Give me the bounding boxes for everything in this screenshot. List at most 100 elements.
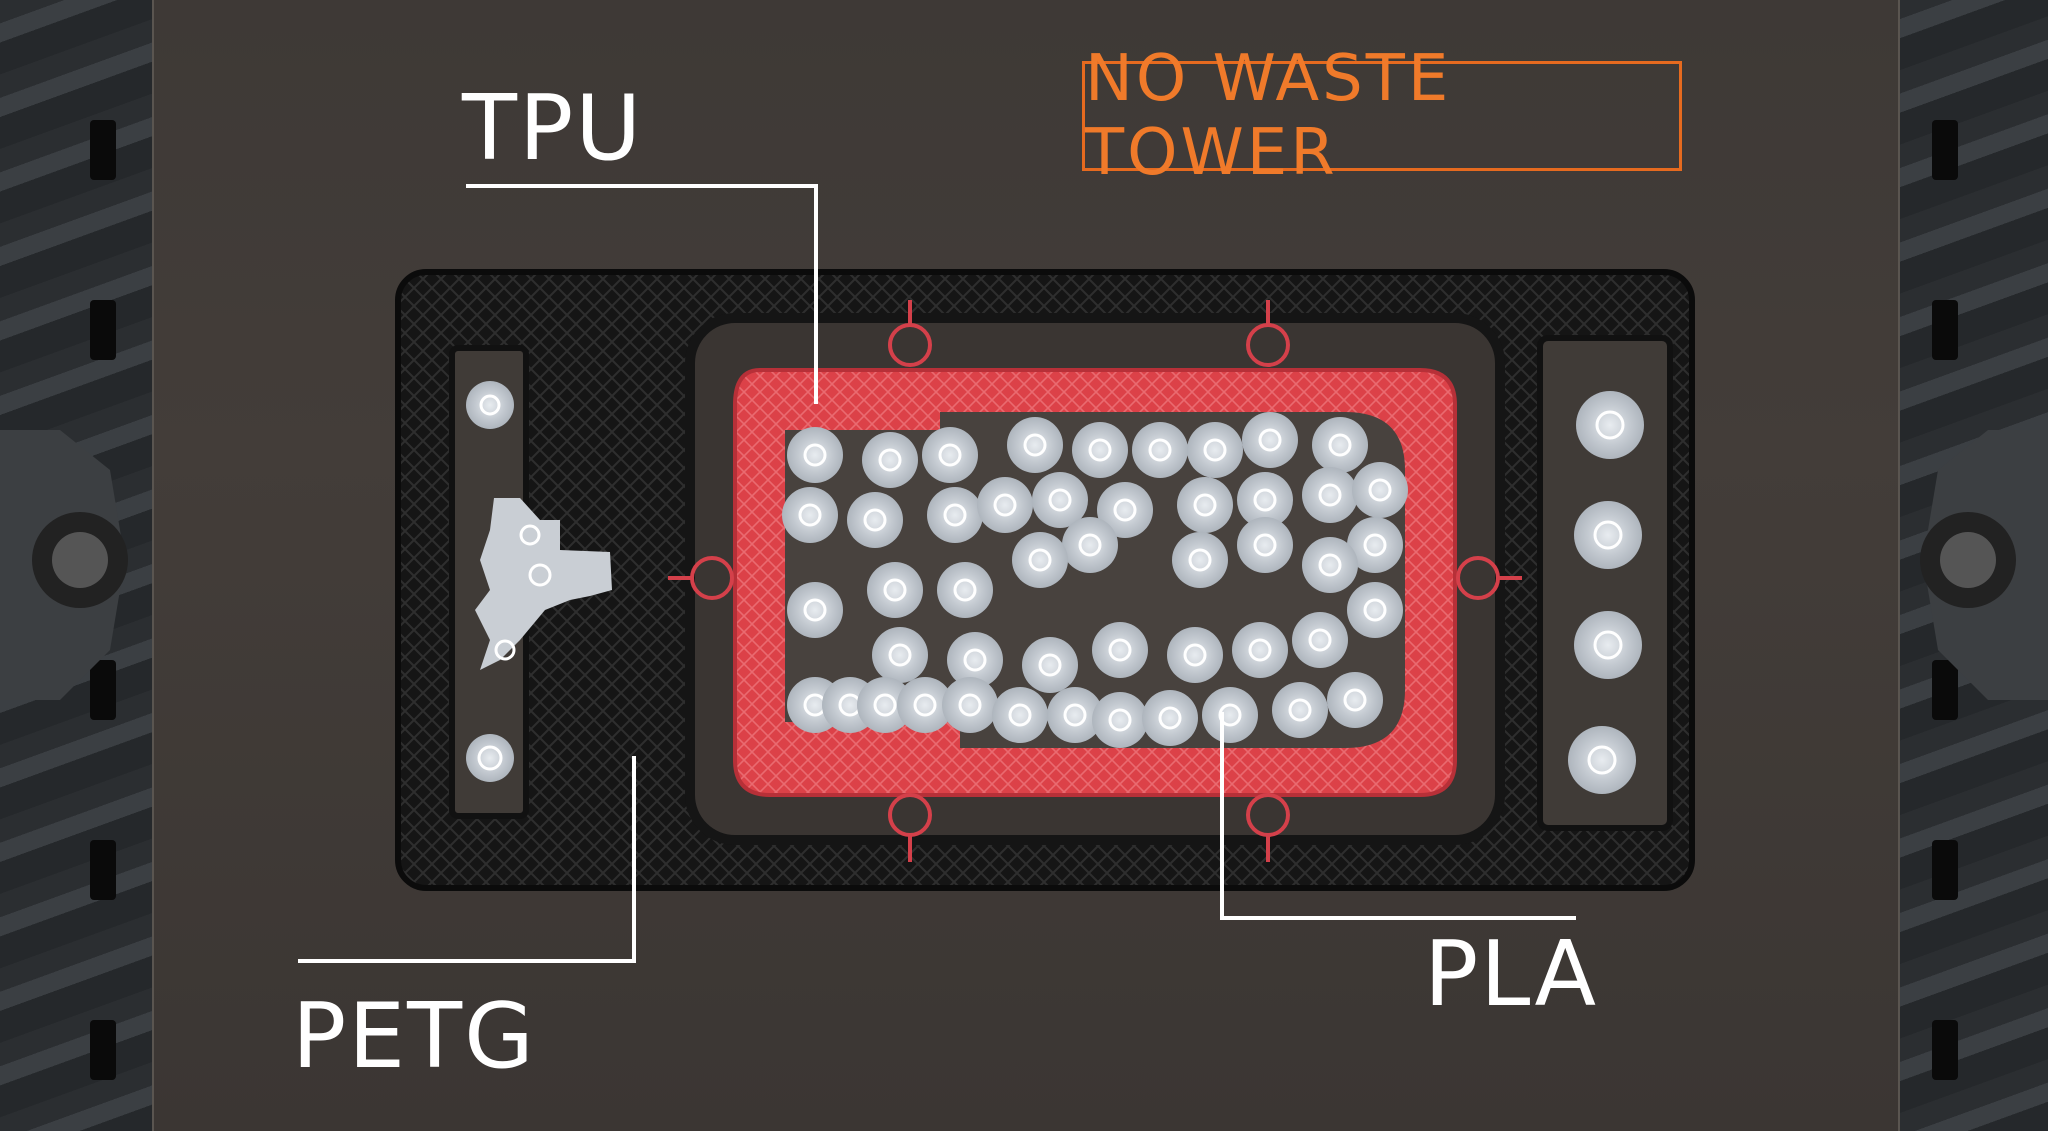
pla-ring-part	[857, 677, 913, 733]
pla-rings	[782, 412, 1408, 748]
pla-ring-part	[1237, 517, 1293, 573]
tpu-frame	[668, 300, 1522, 862]
pla-ring-hole	[1148, 438, 1172, 462]
tpu-label: TPU	[462, 76, 644, 181]
no-waste-tower-banner: NO WASTE TOWER	[1082, 42, 1682, 190]
pla-ring-part	[862, 432, 918, 488]
pla-ring-hole	[1253, 533, 1277, 557]
pla-ring-hole	[1248, 638, 1272, 662]
pla-ring-hole	[803, 443, 827, 467]
pla-ring-part	[872, 627, 928, 683]
pla-ring-part	[1132, 422, 1188, 478]
pla-ring-hole	[1308, 628, 1332, 652]
pla-ring-hole	[1368, 478, 1392, 502]
pla-ring-part	[1097, 482, 1153, 538]
pla-ring-hole	[1038, 653, 1062, 677]
pla-ring-part	[787, 582, 843, 638]
tpu-callout-line	[466, 184, 818, 404]
pla-ring-part	[1032, 472, 1088, 528]
petg-parts	[466, 381, 612, 782]
pla-ring-hole	[1318, 553, 1342, 577]
pla-ring-part	[1232, 622, 1288, 678]
pla-ring-part	[1172, 532, 1228, 588]
pla-ring-hole	[1363, 598, 1387, 622]
pla-ring-part	[1202, 687, 1258, 743]
pla-ring-part	[1092, 692, 1148, 748]
pla-ring-hole	[953, 578, 977, 602]
petg-label: PETG	[292, 984, 536, 1089]
pla-ring-hole	[963, 648, 987, 672]
pla-ring-hole	[943, 503, 967, 527]
pla-ring-part	[1237, 472, 1293, 528]
pla-ring-hole	[1048, 488, 1072, 512]
pla-ring-part	[977, 477, 1033, 533]
pla-ring-hole	[1343, 688, 1367, 712]
pla-ring-hole	[1188, 548, 1212, 572]
pla-ring-part	[847, 492, 903, 548]
pla-ring-hole	[1328, 433, 1352, 457]
pla-ring-hole	[873, 693, 897, 717]
pla-ring-part	[992, 687, 1048, 743]
pla-ring-hole	[1108, 638, 1132, 662]
pla-ring-hole	[1193, 493, 1217, 517]
pla-ring-hole	[798, 503, 822, 527]
pla-ring-part	[927, 487, 983, 543]
pla-ring-hole	[1253, 488, 1277, 512]
pla-ring-hole	[1008, 703, 1032, 727]
pla-ring-hole	[888, 643, 912, 667]
pla-ring-hole	[1158, 706, 1182, 730]
pla-ring-part	[1187, 422, 1243, 478]
pla-ring-part	[1012, 532, 1068, 588]
petg-callout-line	[298, 756, 636, 963]
pla-ring-hole	[1203, 438, 1227, 462]
pla-ring-part	[937, 562, 993, 618]
pla-ring-part	[1022, 637, 1078, 693]
pla-ring-hole	[1258, 428, 1282, 452]
pla-ring-hole	[958, 693, 982, 717]
pla-ring-hole	[878, 448, 902, 472]
pla-ring-hole	[863, 508, 887, 532]
pla-callout-line	[1220, 712, 1576, 920]
pla-ring-hole	[1363, 533, 1387, 557]
pla-ring-part	[1167, 627, 1223, 683]
pla-ring-part	[1302, 537, 1358, 593]
pla-ring-part	[1347, 517, 1403, 573]
pla-ring-hole	[1088, 438, 1112, 462]
pla-ring-part	[947, 632, 1003, 688]
pla-ring-part	[1072, 422, 1128, 478]
pla-ring-part	[867, 562, 923, 618]
pla-ring-part	[1302, 467, 1358, 523]
callout-lines	[298, 184, 1576, 963]
pla-ring-hole	[938, 443, 962, 467]
pla-ring-hole	[1028, 548, 1052, 572]
pla-ring-part	[1292, 612, 1348, 668]
pla-ring-hole	[1113, 498, 1137, 522]
pla-ring-part	[1142, 690, 1198, 746]
pla-ring-part	[1047, 687, 1103, 743]
right-slot-parts	[1568, 391, 1644, 794]
pla-ring-hole	[1063, 703, 1087, 727]
pla-ring-part	[1092, 622, 1148, 678]
pla-ring-hole	[883, 578, 907, 602]
pla-ring-part	[942, 677, 998, 733]
pla-ring-part	[922, 427, 978, 483]
pla-ring-hole	[803, 598, 827, 622]
pla-label: PLA	[1424, 922, 1599, 1027]
pla-ring-part	[1327, 672, 1383, 728]
pla-ring-part	[1177, 477, 1233, 533]
pla-ring-part	[782, 487, 838, 543]
pla-ring-hole	[1288, 698, 1312, 722]
pla-ring-hole	[993, 493, 1017, 517]
pla-ring-part	[1272, 682, 1328, 738]
pla-ring-part	[1347, 582, 1403, 638]
pla-ring-part	[1242, 412, 1298, 468]
pla-ring-hole	[913, 693, 937, 717]
pla-ring-part	[1007, 417, 1063, 473]
pla-ring-part	[1062, 517, 1118, 573]
pla-ring-hole	[1318, 483, 1342, 507]
pla-ring-part	[1312, 417, 1368, 473]
pla-ring-part	[897, 677, 953, 733]
pla-ring-hole	[1078, 533, 1102, 557]
